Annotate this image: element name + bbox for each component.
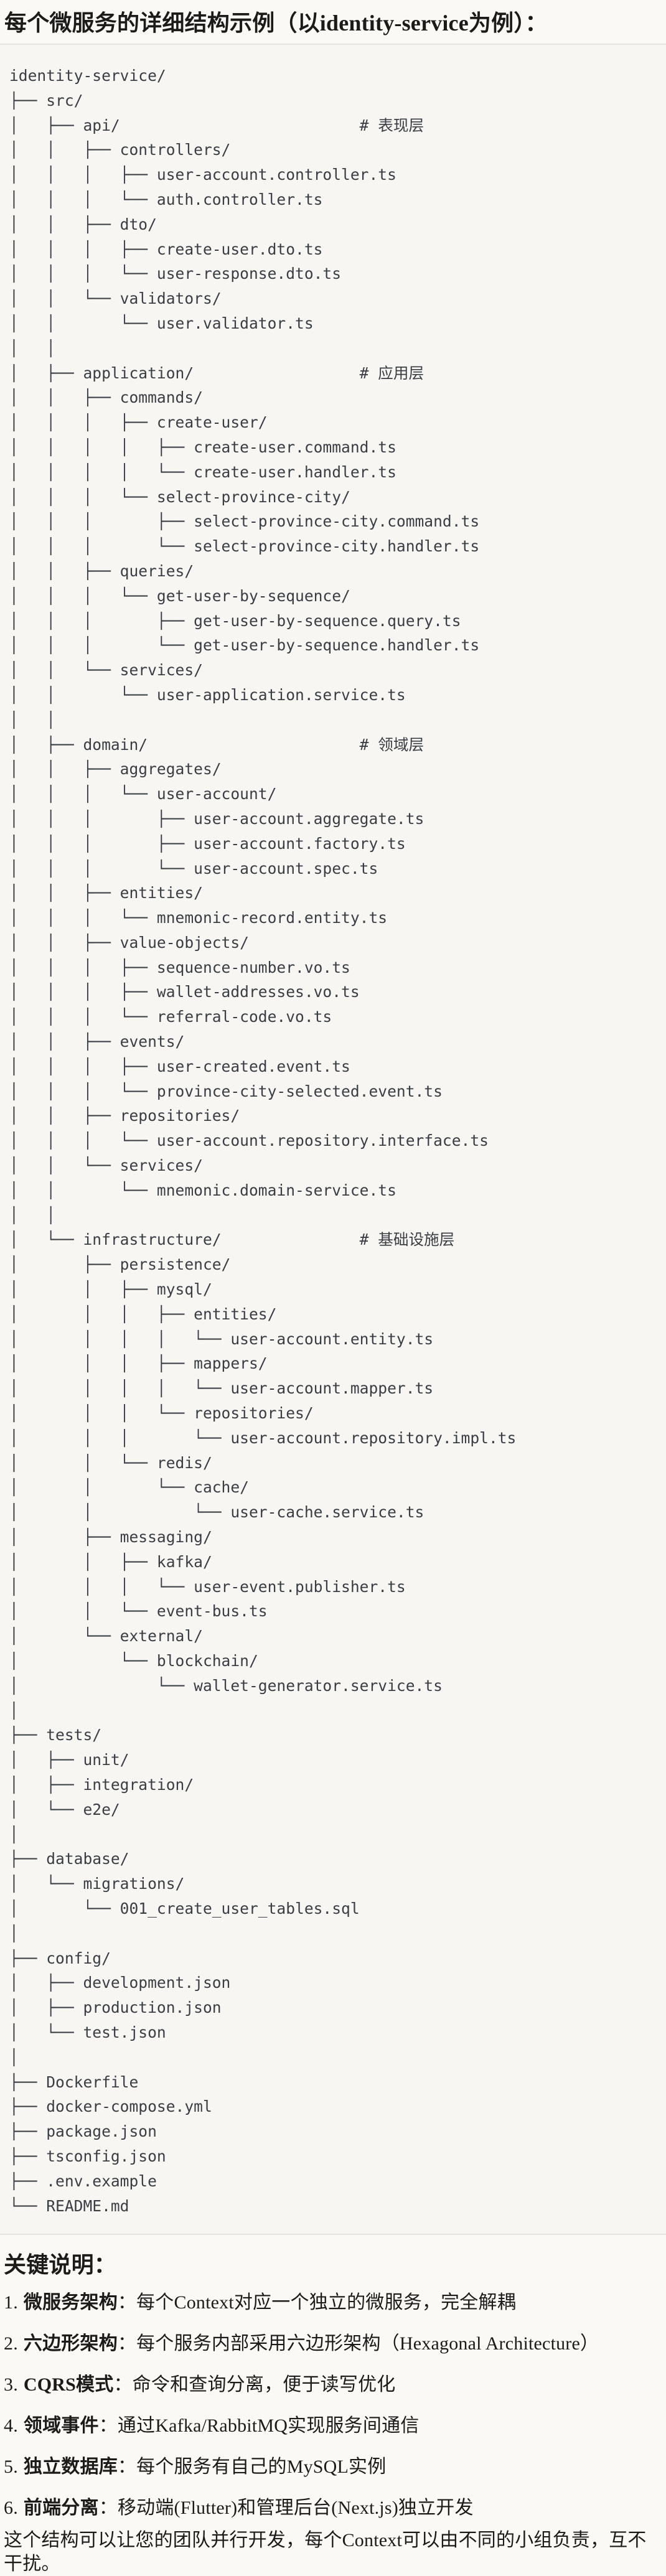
note-item-text: ：命令和查询分离，便于读写优化 — [113, 2374, 396, 2396]
note-item-number: 6. — [4, 2498, 18, 2519]
note-item-label: 领域事件 — [23, 2415, 99, 2437]
note-item-label: CQRS模式 — [23, 2374, 114, 2396]
file-tree: identity-service/ ├── src/ │ ├── api/ # … — [9, 67, 517, 2215]
note-item-1: 1.微服务架构：每个Context对应一个独立的微服务，完全解耦 — [4, 2291, 661, 2315]
note-item-number: 2. — [4, 2333, 18, 2354]
note-item-number: 4. — [4, 2415, 18, 2437]
notes-title: 关键说明： — [4, 2252, 117, 2278]
note-item-2: 2.六边形架构：每个服务内部采用六边形架构（Hexagonal Architec… — [4, 2332, 661, 2356]
note-item-number: 1. — [4, 2292, 18, 2313]
note-item-label: 微服务架构 — [23, 2292, 118, 2313]
note-item-3: 3.CQRS模式：命令和查询分离，便于读写优化 — [4, 2373, 661, 2397]
note-item-5: 5.独立数据库：每个服务有自己的MySQL实例 — [4, 2455, 661, 2479]
notes-section: 关键说明： 1.微服务架构：每个Context对应一个独立的微服务，完全解耦 2.… — [0, 2251, 666, 2520]
note-item-number: 3. — [4, 2374, 18, 2396]
note-item-label: 六边形架构 — [23, 2333, 118, 2354]
code-block: identity-service/ ├── src/ │ ├── api/ # … — [0, 44, 666, 2236]
note-item-label: 独立数据库 — [23, 2457, 118, 2478]
note-item-text: ：每个服务内部采用六边形架构（Hexagonal Architecture） — [117, 2333, 599, 2354]
note-item-text: ：每个服务有自己的MySQL实例 — [117, 2457, 387, 2478]
note-item-label: 前端分离 — [23, 2498, 99, 2519]
note-item-text: ：每个Context对应一个独立的微服务，完全解耦 — [117, 2292, 516, 2313]
page-title: 每个微服务的详细结构示例（以identity-service为例）： — [4, 11, 548, 35]
note-item-number: 5. — [4, 2457, 18, 2478]
closing-paragraph: 这个结构可以让您的团队并行开发，每个Context可以由不同的小组负责，互不干扰… — [4, 2530, 647, 2575]
note-item-4: 4.领域事件：通过Kafka/RabbitMQ实现服务间通信 — [4, 2414, 661, 2438]
note-item-6: 6.前端分离：移动端(Flutter)和管理后台(Next.js)独立开发 — [4, 2496, 661, 2520]
note-item-text: ：移动端(Flutter)和管理后台(Next.js)独立开发 — [98, 2498, 474, 2519]
note-item-text: ：通过Kafka/RabbitMQ实现服务间通信 — [98, 2415, 420, 2437]
